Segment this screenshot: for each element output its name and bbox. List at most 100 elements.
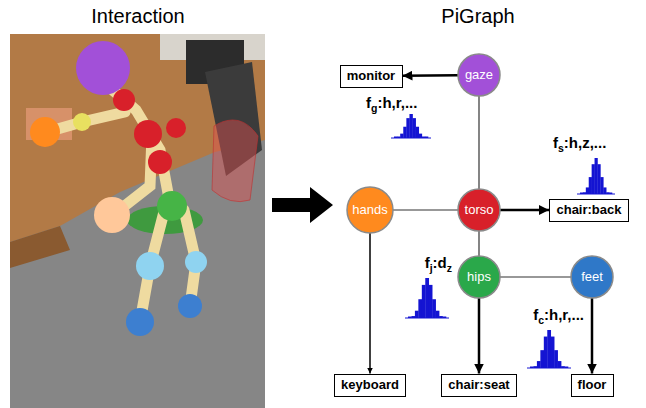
relation-arrow [500,209,549,212]
histogram-bar [589,177,592,194]
graph-link [500,276,571,277]
feature-label: fc:h,r,... [533,306,584,327]
histogram-axis [405,318,449,319]
histogram-bar [422,285,426,318]
node-label: hands [352,203,387,218]
stick-figure [47,86,196,322]
chest-sphere [166,118,186,138]
histogram-bar [597,164,600,194]
label-part: f [366,94,371,111]
body-part-node: torso [457,188,501,232]
histogram-bar [595,158,598,194]
histogram-bar [425,278,429,318]
label-part: Interaction [91,5,184,27]
histogram-bar [416,127,419,138]
node-circle [347,187,393,233]
object-box: monitor [340,65,403,88]
panel-title: PiGraph [441,4,514,28]
node-label: monitor [347,69,395,84]
label-part: g [371,102,377,114]
node-label: floor [578,378,607,393]
node-label: chair:back [556,203,621,218]
node-label: hips [467,270,491,285]
histogram-bar [419,134,422,138]
histogram-axis [577,194,615,195]
histogram-bar [409,114,412,138]
shoulder-sphere [73,113,91,131]
histogram-bar [403,127,406,138]
histogram-bar [547,330,551,368]
histogram-bar [537,361,541,368]
histogram-bar [600,177,603,194]
label-part: PiGraph [441,5,514,27]
relation-arrow [591,298,594,374]
histogram-bar [554,350,558,368]
histogram-bar [400,134,403,138]
foot-sphere [126,308,154,336]
desk [10,34,265,242]
object-box: floor [571,374,614,397]
head-sphere [76,41,130,95]
body-part-node: gaze [457,53,501,97]
desk-front [10,226,70,268]
label-part: :d [433,254,447,271]
graph-link [393,209,458,210]
relation-arrow [369,233,371,374]
object-box: chair:seat [441,374,517,397]
transition-arrow [272,187,333,223]
knee-sphere [185,251,207,273]
histogram-bar [418,299,422,318]
spine [108,86,170,204]
histogram-bar [415,311,419,318]
object-box: chair:back [549,199,629,222]
figure-joints [30,41,207,336]
node-circle [458,256,500,298]
histogram-bar [406,118,409,138]
feature-label: fj:dz [425,254,452,275]
node-circle [458,54,500,96]
distribution-histogram [527,330,571,368]
histogram-bar [544,337,548,368]
label-part: f [425,254,430,271]
histogram-bar [413,118,416,138]
chair-back-shape [212,120,258,202]
feature-label: fg:h,r,... [366,94,417,115]
hand-sphere [94,197,130,233]
feature-label: fs:h,z,... [553,134,606,155]
histogram-axis [391,138,431,139]
label-part: :h,z,... [564,134,607,151]
label-part: z [447,262,452,274]
histogram-bar [551,337,555,368]
histogram-bar [558,361,562,368]
label-part: :h,r,... [544,306,584,323]
body-part-node: hands [346,186,394,234]
body-part-node: feet [570,255,614,299]
node-circle [458,189,500,231]
histograms [391,114,615,368]
label-part: s [558,142,564,154]
knee-sphere [136,252,164,280]
histogram-bar [586,187,589,194]
node-label: gaze [465,68,493,83]
waist-sphere [148,150,172,174]
node-label: keyboard [341,378,399,393]
histogram-bar [436,311,440,318]
histogram-bar [540,350,544,368]
panel-title: Interaction [91,4,184,28]
label-part: f [533,306,538,323]
body-part-node: hips [457,255,501,299]
relation-arrow [403,74,459,77]
distribution-histogram [577,158,615,194]
foot-sphere [178,294,202,318]
label-part: :h,r,... [377,94,417,111]
histogram-bar [432,299,436,318]
label-part: j [430,262,433,274]
chest-sphere [134,120,162,148]
node-label: torso [465,203,494,218]
distribution-histogram [405,278,449,318]
label-part: c [538,314,544,326]
histogram-bar [592,164,595,194]
graph-link [478,231,479,256]
floor-area [10,34,265,408]
graph-link [478,96,479,189]
